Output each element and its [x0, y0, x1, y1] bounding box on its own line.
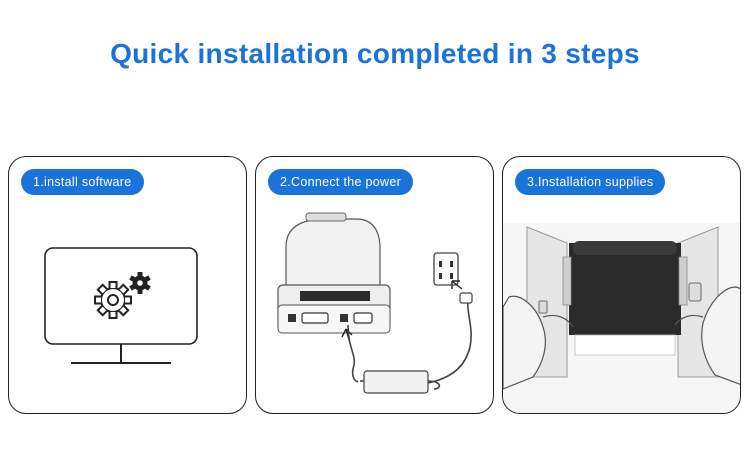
- gears-monitor-icon: [44, 247, 198, 364]
- page-title: Quick installation completed in 3 steps: [110, 38, 640, 69]
- step-card-install-software: 1.install software: [8, 156, 247, 414]
- ribbon-loading-photo: [503, 223, 740, 413]
- step-card-connect-power: 2.Connect the power: [255, 156, 494, 414]
- step-label-3: 3.Installation supplies: [515, 169, 666, 195]
- step-label-2: 2.Connect the power: [268, 169, 414, 195]
- printer-power-cable-icon: [277, 212, 473, 394]
- step-label-1: 1.install software: [21, 169, 144, 195]
- step-card-installation-supplies: 3.Installation supplies: [502, 156, 741, 414]
